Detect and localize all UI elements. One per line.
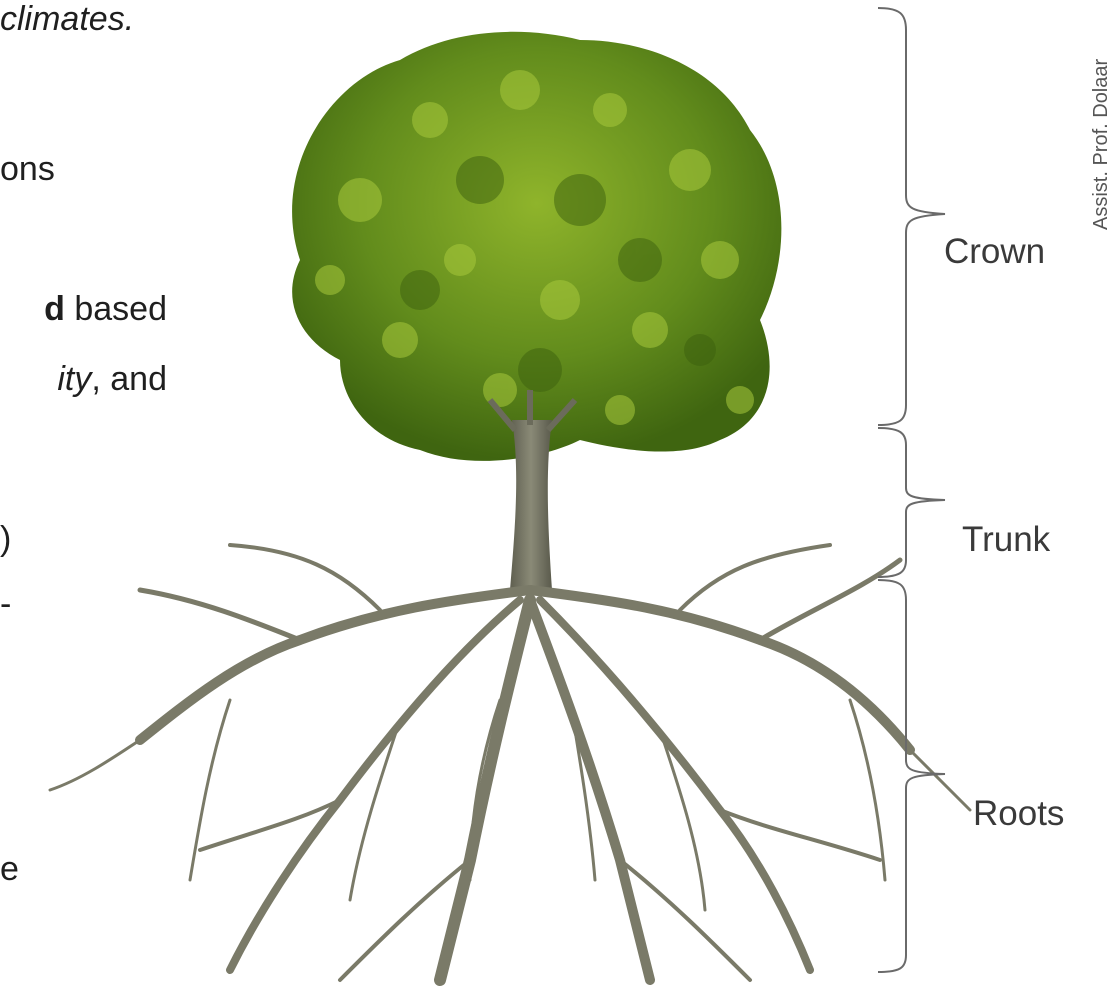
tree-roots	[50, 545, 970, 980]
label-roots: Roots	[973, 794, 1064, 834]
brace-crown	[878, 8, 945, 425]
label-trunk: Trunk	[962, 520, 1050, 560]
tree-crown	[292, 32, 781, 461]
author-credit: Assist. Prof. Dolaar	[1090, 59, 1109, 230]
label-crown: Crown	[944, 232, 1045, 272]
brace-trunk	[878, 428, 945, 577]
